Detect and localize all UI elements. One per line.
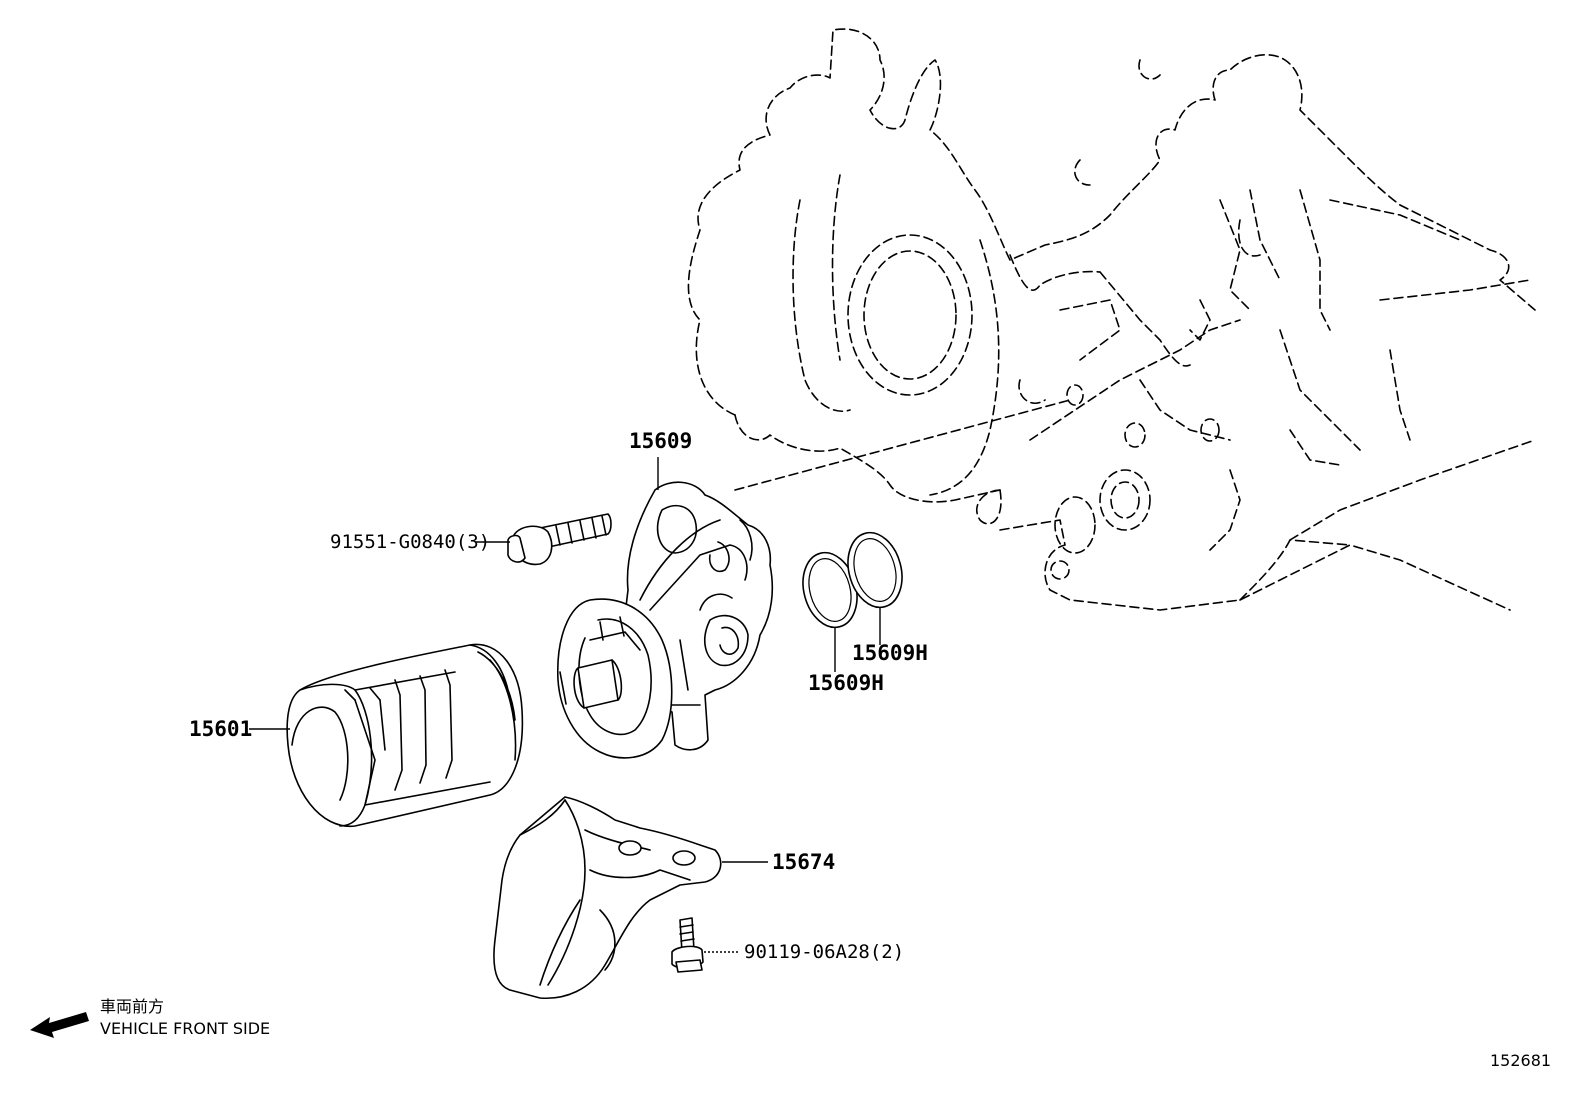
callout-15609h-lower: 15609H: [808, 671, 884, 695]
flange-bolt: [507, 513, 612, 566]
callout-91551-g0840: 91551-G0840(3): [330, 531, 490, 553]
front-side-label-ja: 車両前方: [100, 997, 164, 1016]
front-side-label-en: VEHICLE FRONT SIDE: [100, 1019, 270, 1038]
figure-number: 152681: [1490, 1051, 1551, 1070]
callout-15601: 15601: [189, 717, 252, 741]
oil-filter-bracket: [557, 481, 774, 759]
oil-filter: [286, 643, 524, 827]
callout-15674: 15674: [772, 850, 835, 874]
engine-block-outline: [687, 28, 1536, 611]
arrow-left-icon: [30, 1012, 89, 1038]
callout-90119-06a28: 90119-06A28(2): [744, 941, 904, 963]
o-ring-gaskets: [802, 531, 903, 629]
mounting-bracket: [493, 796, 722, 1000]
leader-lines: [249, 457, 881, 953]
vehicle-front-indicator: 車両前方 VEHICLE FRONT SIDE: [30, 997, 270, 1038]
small-flange-bolt: [671, 917, 704, 973]
callout-labels: 15609 91551-G0840(3) 15609H 15609H 15601…: [189, 429, 928, 963]
callout-15609h-upper: 15609H: [852, 641, 928, 665]
callout-15609: 15609: [629, 429, 692, 453]
